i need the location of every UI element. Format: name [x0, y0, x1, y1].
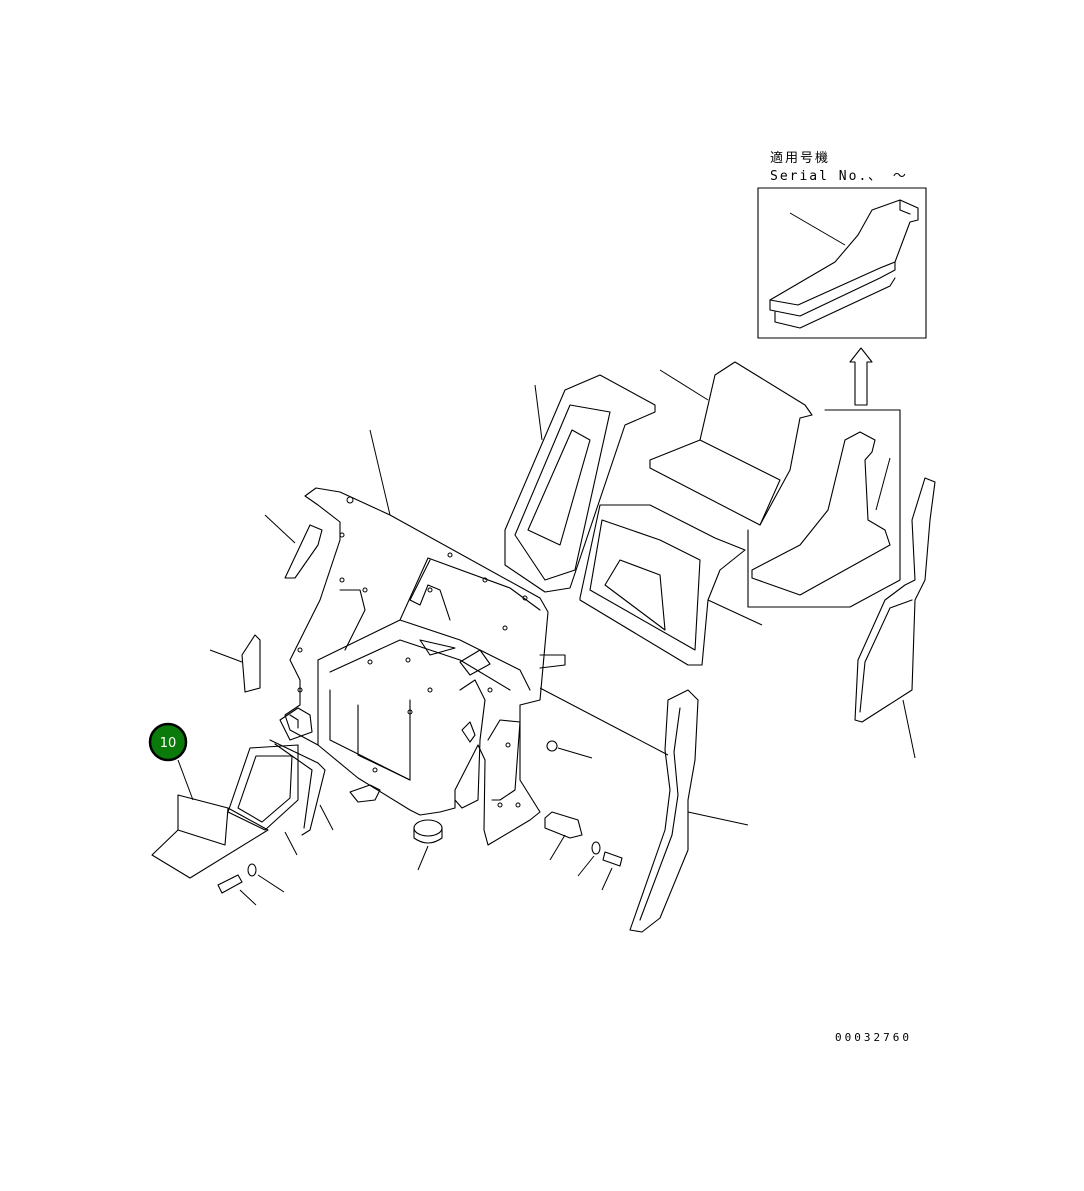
wedge-block-upper [264, 514, 323, 579]
cover-plate-top [649, 361, 813, 526]
angle-bracket [544, 811, 583, 861]
cover-panel-top-center [504, 374, 656, 593]
cover-plate-lower-left [151, 759, 269, 879]
main-frame [279, 429, 669, 846]
side-panel-middle [579, 504, 763, 666]
document-number: 00032760 [835, 1031, 912, 1044]
serial-label: 適用号機 Serial No. 、 〜 [770, 150, 908, 184]
bracket-group-right [747, 409, 901, 608]
bolt-right [601, 851, 623, 891]
plug-cap [413, 819, 443, 871]
callout-10-label[interactable]: 10 [160, 736, 177, 751]
mounting-plate-lower [349, 784, 381, 803]
side-panel-right [854, 477, 936, 759]
wedge-block-lower [209, 634, 261, 693]
grommet [546, 740, 593, 759]
washer-right [577, 841, 601, 877]
serial-label-english: Serial No. [770, 169, 868, 184]
serial-label-japanese: 適用号機 [770, 150, 830, 166]
bolt-lower-left [217, 874, 257, 906]
callout-10[interactable]: 10 [148, 722, 188, 762]
serial-range-symbols: 、 〜 [868, 169, 908, 184]
duct-frame [227, 739, 334, 856]
up-arrow-icon [849, 347, 873, 406]
side-panel-lower-right [629, 689, 749, 933]
inset-detail-box [757, 187, 927, 339]
callout-10-circle[interactable] [148, 722, 188, 762]
washer-lower-left [247, 863, 285, 893]
